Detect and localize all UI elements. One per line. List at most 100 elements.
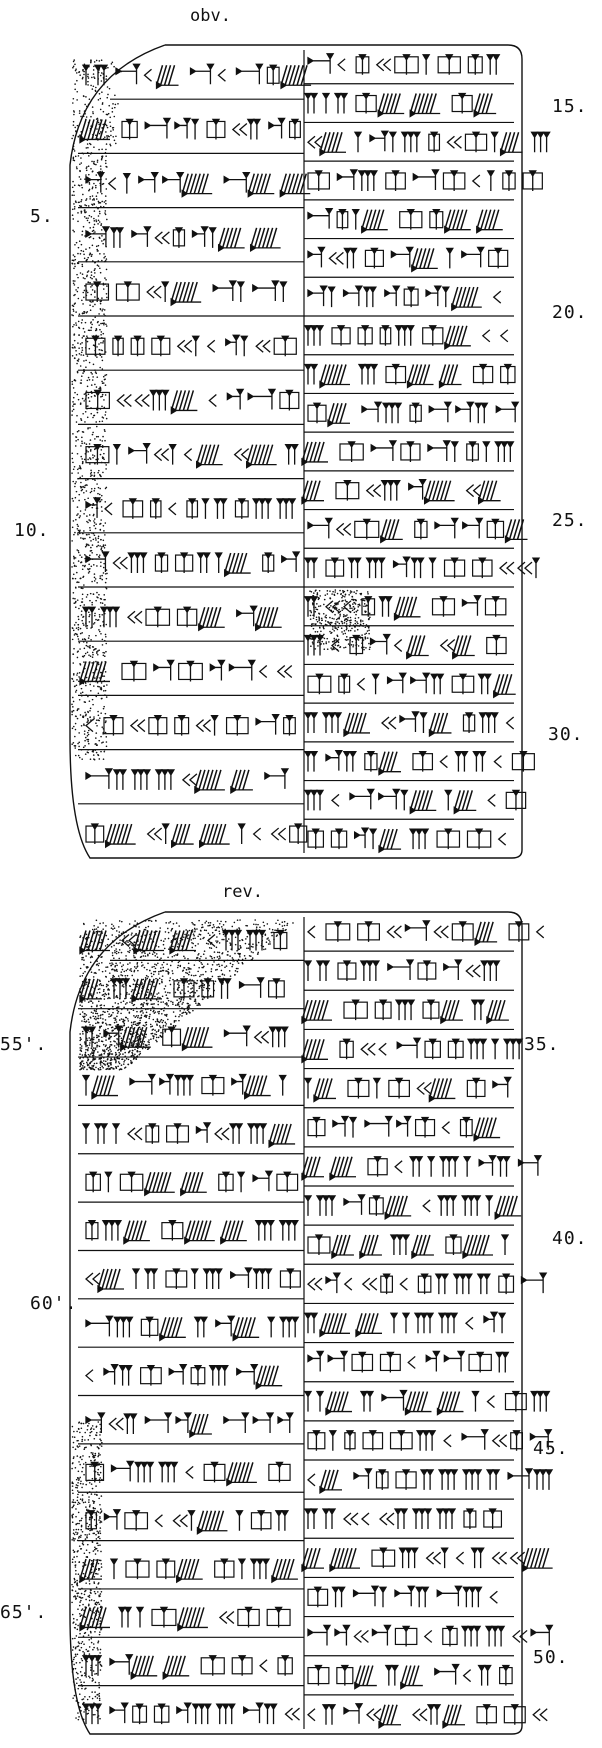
diagonal-wedge [444,209,452,230]
damage-stipple [351,609,354,612]
damage-stipple [101,102,104,104]
damage-stipple [75,518,77,521]
damage-stipple [359,592,362,595]
damage-stipple [94,438,96,440]
damage-stipple [78,326,80,329]
damage-stipple [81,234,83,236]
damage-stipple [88,236,91,239]
damage-stipple [333,593,336,596]
damage-stipple [71,214,74,217]
damage-stipple [73,184,76,187]
horizontal-wedge [434,1667,456,1676]
damage-stipple [219,975,221,978]
damage-stipple [146,1003,149,1006]
damage-stipple [98,1035,100,1038]
damage-stipple [87,637,90,639]
damage-stipple [74,747,77,749]
damage-stipple [73,113,75,116]
diagonal-wedge [498,999,506,1021]
damage-stipple [79,343,82,345]
diagonal-wedge [212,1510,221,1531]
vertical-wedge [402,54,411,75]
vertical-wedge [309,92,319,114]
vertical-wedge [290,1219,299,1241]
damage-stipple [78,641,81,644]
horizontal-wedge [230,785,253,795]
damage-stipple [98,343,100,345]
damage-stipple [153,931,156,933]
damage-stipple [192,937,195,940]
damage-stipple [90,384,93,386]
damage-stipple [233,921,236,924]
diagonal-wedge [454,1704,462,1725]
damage-stipple [77,533,79,536]
damage-stipple [211,957,213,960]
damage-stipple [92,653,94,656]
damage-stipple [328,622,331,624]
damage-stipple [354,619,357,622]
horizontal-wedge [307,1354,321,1363]
damage-stipple [90,1011,93,1014]
horizontal-wedge [443,1354,462,1363]
horizontal-wedge [180,1188,207,1197]
horizontal-wedge [325,1276,337,1285]
damage-stipple [103,313,105,315]
damage-stipple [82,1056,85,1059]
damage-stipple [137,1036,139,1038]
diagonal-wedge [97,1268,105,1290]
diagonal-wedge [317,441,325,463]
damage-stipple [207,932,210,935]
damage-stipple [76,273,78,276]
damage-stipple [104,255,106,258]
damage-stipple [217,926,220,928]
damage-stipple [133,1032,135,1034]
winkelhaken-wedge [85,1369,94,1383]
horizontal-wedge [79,946,110,955]
horizontal-wedge [115,67,137,76]
damage-stipple [342,633,345,635]
horizontal-wedge [476,225,503,234]
winkelhaken-wedge [372,484,382,498]
winkelhaken-wedge [516,561,526,575]
damage-stipple [320,617,323,620]
vertical-wedge [443,1195,452,1216]
winkelhaken-wedge [497,832,507,846]
damage-stipple [99,545,101,547]
horizontal-wedge [319,1485,342,1495]
damage-stipple [97,537,100,540]
diagonal-wedge [345,1156,353,1177]
vertical-wedge [384,596,393,617]
horizontal-wedge [236,1367,255,1376]
damage-stipple [96,591,98,594]
damage-stipple [197,995,199,998]
damage-stipple [106,86,109,88]
damage-stipple [183,995,186,998]
diagonal-wedge [313,441,321,463]
horizontal-wedge [129,1077,152,1086]
vertical-wedge [362,518,371,540]
damage-stipple [83,730,86,732]
damage-stipple [292,922,294,924]
damage-stipple [87,497,89,500]
damage-stipple [77,358,80,360]
damage-stipple [81,943,84,945]
damage-stipple [313,592,315,594]
damage-stipple [87,103,90,106]
damage-stipple [74,632,77,635]
damage-stipple [183,955,185,958]
damage-stipple [126,1041,129,1044]
horizontal-wedge [462,1250,494,1260]
vertical-wedge [126,1460,135,1482]
vertical-wedge [333,92,343,114]
vertical-wedge [112,1509,122,1530]
vertical-wedge [247,659,256,681]
damage-stipple [129,1001,131,1003]
damage-stipple [100,223,103,225]
damage-stipple [188,968,190,971]
damage-stipple [74,391,76,394]
damage-stipple [322,625,325,628]
vertical-wedge [489,1311,499,1333]
damage-stipple [87,611,90,614]
vertical-wedge [125,118,134,140]
damage-stipple [359,619,362,622]
